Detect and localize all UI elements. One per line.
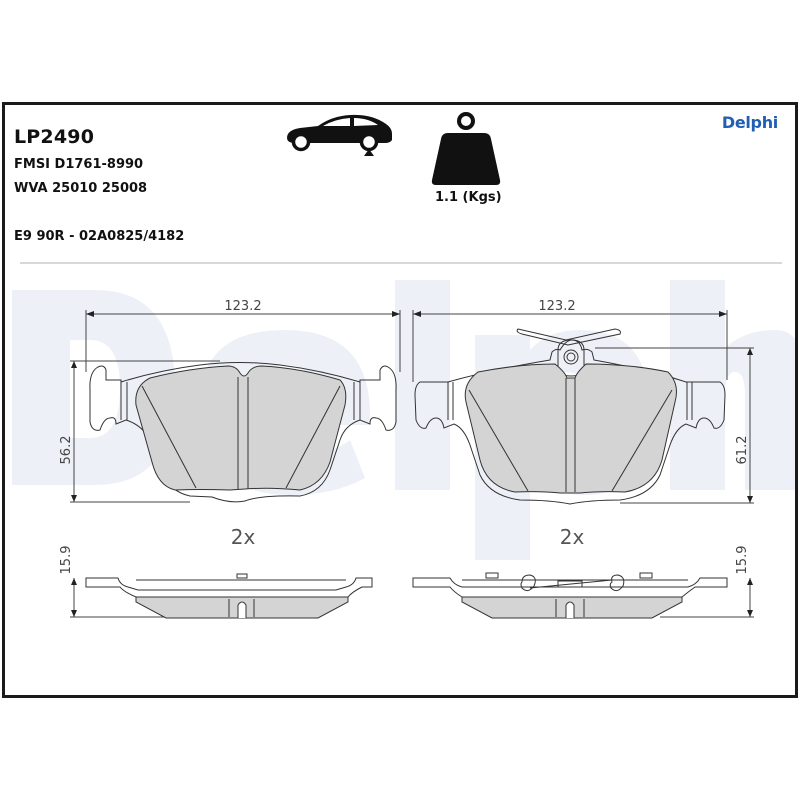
header-divider — [20, 262, 782, 264]
pad-right-side-view — [412, 572, 754, 619]
fmsi-code: FMSI D1761-8990 — [14, 157, 144, 172]
pad-left-quantity: 2x — [231, 525, 256, 549]
pad-right-front-view — [412, 310, 754, 505]
pad-right-quantity: 2x — [560, 525, 585, 549]
watermark — [12, 280, 800, 560]
pad-right-thickness-dim: 15.9 — [735, 546, 750, 575]
part-number: LP2490 — [14, 126, 95, 148]
ece-approval: E9 90R - 02A0825/4182 — [14, 229, 185, 244]
pad-left-front-view — [70, 310, 401, 503]
brand-logo: Delphi — [721, 113, 778, 132]
pad-right-width-dim: 123.2 — [538, 299, 575, 314]
pad-left-side-view — [70, 573, 373, 619]
wva-code: WVA 25010 25008 — [14, 181, 148, 196]
pad-left-width-dim: 123.2 — [224, 299, 261, 314]
pad-left-thickness-dim: 15.9 — [59, 546, 74, 575]
weight-label: 1.1 (Kgs) — [435, 190, 502, 205]
car-rear-axle-icon — [287, 114, 392, 156]
pad-left-height-dim: 56.2 — [59, 436, 74, 465]
weight-icon — [431, 112, 501, 185]
pad-right-height-dim: 61.2 — [735, 436, 750, 465]
